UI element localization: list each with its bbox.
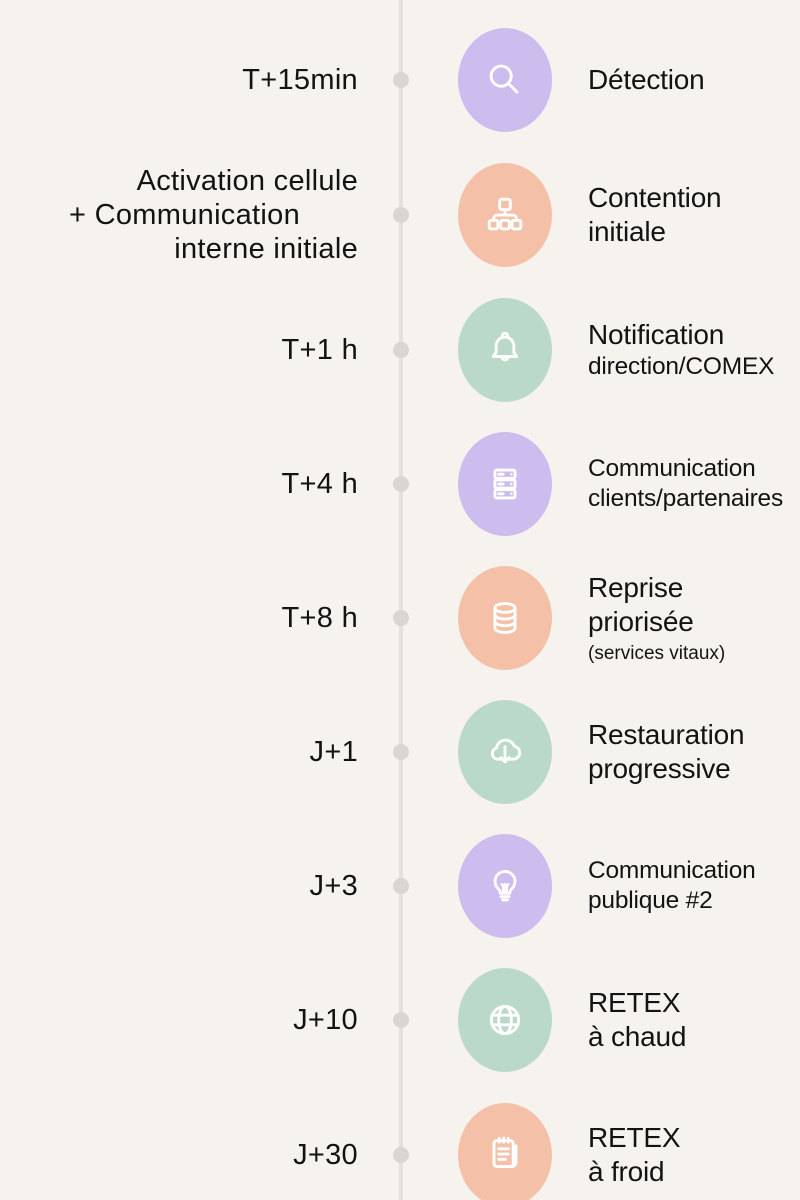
timeline-dot — [393, 342, 409, 358]
timeline-dot — [393, 476, 409, 492]
milestone-row-restauration: J+1 Restauration progressive — [0, 685, 800, 819]
time-label: J+30 — [0, 1088, 358, 1200]
timeline-dot — [393, 1012, 409, 1028]
milestone-title: Restauration progressive — [588, 685, 800, 819]
time-label-line: T+4 h — [281, 467, 358, 500]
milestone-row-reprise: T+8 h Reprise priorisée (services vitaux… — [0, 551, 800, 685]
title-line: Communication — [588, 857, 756, 885]
title-line: progressive — [588, 753, 731, 784]
title-line: initiale — [588, 216, 666, 247]
timeline-dot — [393, 72, 409, 88]
milestone-badge — [458, 28, 552, 132]
time-label: T+1 h — [0, 283, 358, 417]
timeline-dot — [393, 1147, 409, 1163]
time-label-line: Activation cellule — [136, 164, 358, 197]
title-line: RETEX — [588, 1121, 681, 1153]
milestone-badge — [458, 968, 552, 1072]
bell-icon — [491, 331, 519, 362]
globe-icon — [489, 1004, 521, 1036]
milestone-badge — [458, 566, 552, 670]
time-label: T+15min — [0, 13, 358, 147]
cloud-download-icon — [490, 738, 522, 764]
milestone-badge — [458, 700, 552, 804]
time-label: J+10 — [0, 953, 358, 1087]
milestone-title: RETEX à chaud — [588, 953, 800, 1087]
title-line: Notification — [588, 318, 725, 350]
milestone-row-retex-froid: J+30 RETEX à froid — [0, 1088, 800, 1200]
server-icon — [493, 468, 517, 500]
time-label-line: J+1 — [309, 735, 358, 768]
milestone-title: Détection — [588, 13, 800, 147]
time-label-line: interne initiale — [174, 233, 358, 266]
timeline-dot — [393, 744, 409, 760]
title-line: Contention — [588, 181, 722, 213]
title-line: direction/COMEX — [588, 353, 775, 381]
title-line: Reprise — [588, 571, 684, 603]
time-label: T+4 h — [0, 417, 358, 551]
title-line: Restauration — [588, 718, 745, 750]
title-line: Communication — [588, 455, 756, 483]
milestone-title: Reprise priorisée (services vitaux) — [588, 551, 800, 685]
time-label-line: J+3 — [309, 869, 358, 902]
milestone-row-detection: T+15min Détection — [0, 13, 800, 147]
title-note: (services vitaux) — [588, 643, 726, 665]
database-icon — [493, 602, 517, 634]
milestone-row-retex-chaud: J+10 RETEX à chaud — [0, 953, 800, 1087]
milestone-title: RETEX à froid — [588, 1088, 800, 1200]
time-label-line: T+8 h — [281, 601, 358, 634]
milestone-badge — [458, 432, 552, 536]
time-label-line: T+15min — [242, 63, 358, 96]
time-label: Activation cellule + Communication inter… — [0, 148, 358, 282]
milestone-title: Notification direction/COMEX — [588, 283, 800, 417]
milestone-row-communication-publique: J+3 Communication publique #2 — [0, 819, 800, 953]
milestone-badge — [458, 298, 552, 402]
time-label-line: T+1 h — [281, 333, 358, 366]
time-label: T+8 h — [0, 551, 358, 685]
milestone-title: Communication clients/partenaires — [588, 417, 800, 551]
milestone-title: Communication publique #2 — [588, 819, 800, 953]
milestone-badge — [458, 834, 552, 938]
magnifier-icon — [489, 64, 519, 94]
milestone-row-communication-clients: T+4 h Communication clients/partenaires — [0, 417, 800, 551]
milestone-row-contention: Activation cellule + Communication inter… — [0, 148, 800, 282]
title-line: à chaud — [588, 1021, 687, 1052]
milestone-badge — [458, 163, 552, 267]
title-line: priorisée — [588, 605, 694, 637]
title-line: clients/partenaires — [588, 485, 784, 512]
title-line: RETEX — [588, 986, 681, 1018]
timeline-dot — [393, 878, 409, 894]
title-line: à froid — [588, 1156, 665, 1187]
lightbulb-icon — [493, 870, 517, 902]
timeline-dot — [393, 610, 409, 626]
time-label-line: J+10 — [293, 1003, 358, 1036]
title-line: Détection — [588, 63, 705, 95]
hierarchy-icon — [487, 197, 523, 231]
notepad-icon — [492, 1136, 518, 1168]
time-label-line: + Communication — [69, 198, 300, 231]
title-line: publique #2 — [588, 887, 713, 914]
milestone-row-notification: T+1 h Notification direction/COMEX — [0, 283, 800, 417]
milestone-title: Contention initiale — [588, 148, 800, 282]
time-label-line: J+30 — [293, 1138, 358, 1171]
time-label: J+3 — [0, 819, 358, 953]
time-label: J+1 — [0, 685, 358, 819]
timeline-dot — [393, 207, 409, 223]
timeline-line — [399, 0, 403, 1200]
milestone-badge — [458, 1103, 552, 1200]
